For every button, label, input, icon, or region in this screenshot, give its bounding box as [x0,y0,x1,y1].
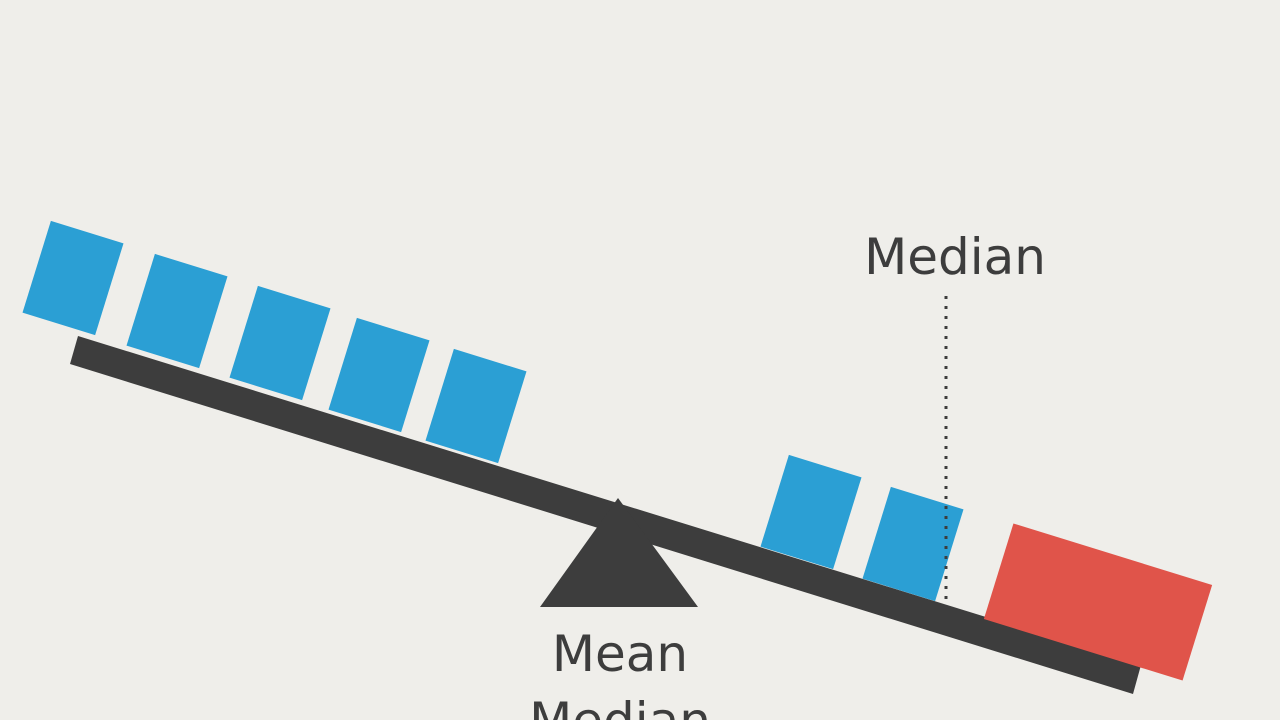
fulcrum-triangle [540,498,698,607]
median-label-top: Median [864,228,1046,286]
left-blue-block-2 [126,253,228,369]
seesaw-beam [70,336,1141,694]
mean-label: Mean [552,625,688,683]
right-red-block [983,523,1213,681]
left-blue-block-3 [229,285,331,401]
right-blue-block-1 [760,454,862,570]
left-blue-block-4 [328,317,430,433]
median-label-bottom: Median [529,692,711,720]
left-blue-block-1 [22,220,124,336]
right-blue-block-2 [862,486,964,602]
left-blue-block-5 [425,348,527,464]
